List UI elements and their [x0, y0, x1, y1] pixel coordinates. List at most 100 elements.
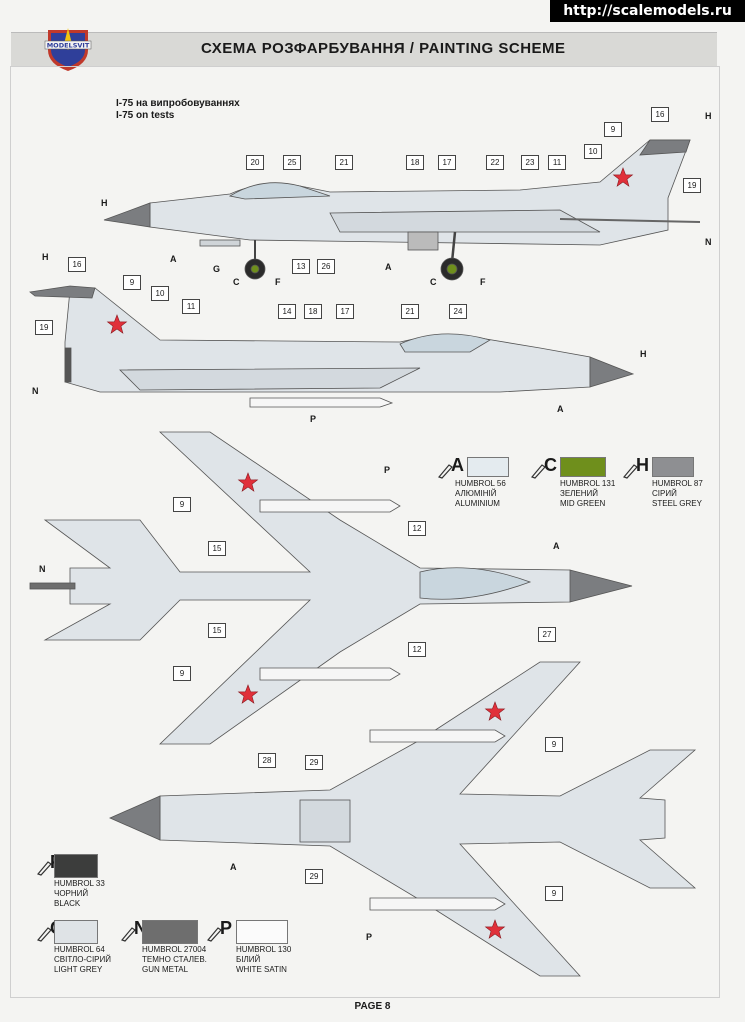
- caption-english: I-75 on tests: [116, 110, 175, 121]
- swatch-A: A HUMBROL 56 АЛЮМІНІЙ ALUMINIUM: [437, 455, 509, 510]
- paint-tag: G: [213, 264, 221, 274]
- side-view-right: [29, 285, 635, 408]
- swatch-name-ua: БІЛИЙ: [236, 955, 261, 964]
- paint-tag: F: [275, 277, 281, 287]
- paintbrush-icon: [530, 464, 546, 479]
- paintbrush-icon: [206, 927, 222, 942]
- svg-text:MODELSVIT: MODELSVIT: [47, 42, 90, 50]
- watermark-url[interactable]: http://scalemodels.ru: [550, 0, 745, 22]
- swatch-F: F HUMBROL 33 ЧОРНИЙ BLACK: [36, 852, 106, 908]
- callout-box: 26: [317, 259, 335, 274]
- swatch-G: G HUMBROL 64 СВІТЛО-СІРИЙ LIGHT GREY: [36, 918, 116, 974]
- swatch-name-ua: ТЕМНО СТАЛЕВ.: [142, 955, 207, 964]
- callout-box: 11: [182, 299, 200, 314]
- swatch-name-ua: СВІТЛО-СІРИЙ: [54, 955, 112, 964]
- callout-box: 9: [604, 122, 622, 137]
- swatch-color: [467, 457, 509, 477]
- callout-box: 19: [683, 178, 701, 193]
- swatch-product: HUMBROL 87: [652, 479, 703, 488]
- paint-tag: P: [366, 932, 373, 942]
- paint-tag: A: [170, 254, 177, 264]
- swatch-color: [652, 457, 694, 477]
- page-frame: [10, 66, 720, 998]
- bottom-view: [109, 661, 697, 977]
- callout-box: 9: [123, 275, 141, 290]
- aircraft-caption: І-75 на випробовуваннях I-75 on tests: [116, 98, 240, 122]
- swatch-product: HUMBROL 33: [54, 879, 105, 888]
- swatch-name-en: MID GREEN: [560, 499, 606, 508]
- swatch-color: [54, 920, 98, 944]
- paint-tag: C: [233, 277, 240, 287]
- swatch-code: P: [220, 918, 233, 938]
- swatch-product: HUMBROL 64: [54, 945, 105, 954]
- callout-box: 29: [305, 755, 323, 770]
- paint-tag: H: [705, 111, 712, 121]
- page-header: СХЕМА РОЗФАРБУВАННЯ / PAINTING SCHEME: [11, 32, 717, 67]
- swatch-name-en: BLACK: [54, 899, 81, 908]
- page-title: СХЕМА РОЗФАРБУВАННЯ / PAINTING SCHEME: [201, 40, 566, 57]
- swatch-name-ua: ЗЕЛЕНИЙ: [560, 489, 599, 498]
- callout-box: 23: [521, 155, 539, 170]
- paintbrush-icon: [437, 464, 453, 479]
- swatch-color: [560, 457, 606, 477]
- callout-box: 21: [401, 304, 419, 319]
- paintbrush-icon: [120, 927, 136, 942]
- callout-box: 22: [486, 155, 504, 170]
- callout-box: 16: [651, 107, 669, 122]
- callout-box: 9: [173, 497, 191, 512]
- swatch-product: HUMBROL 131: [560, 479, 616, 488]
- paint-tag: A: [557, 404, 564, 414]
- callout-box: 16: [68, 257, 86, 272]
- swatch-product: HUMBROL 27004: [142, 945, 207, 954]
- paint-tag: P: [384, 465, 391, 475]
- swatch-color: [54, 854, 98, 878]
- paintbrush-icon: [622, 464, 638, 479]
- swatch-name-en: STEEL GREY: [652, 499, 702, 508]
- callout-box: 9: [173, 666, 191, 681]
- swatch-name-en: LIGHT GREY: [54, 965, 103, 974]
- callout-box: 10: [151, 286, 169, 301]
- callout-box: 12: [408, 521, 426, 536]
- paint-tag: N: [39, 564, 46, 574]
- callout-box: 17: [336, 304, 354, 319]
- callout-box: 17: [438, 155, 456, 170]
- paint-tag: N: [32, 386, 39, 396]
- callout-box: 18: [304, 304, 322, 319]
- paint-tag: H: [640, 349, 647, 359]
- callout-box: 19: [35, 320, 53, 335]
- paint-tag: P: [310, 414, 317, 424]
- swatch-color: [142, 920, 198, 944]
- swatch-color: [236, 920, 288, 944]
- page-number: PAGE 8: [354, 1001, 391, 1012]
- callout-box: 9: [545, 737, 563, 752]
- callout-box: 10: [584, 144, 602, 159]
- swatch-product: HUMBROL 56: [455, 479, 506, 488]
- side-view-left: [103, 139, 701, 281]
- callout-box: 15: [208, 541, 226, 556]
- swatch-name-en: GUN METAL: [142, 965, 189, 974]
- paint-tag: C: [430, 277, 437, 287]
- paint-tag: H: [101, 198, 108, 208]
- callout-box: 28: [258, 753, 276, 768]
- paintbrush-icon: [36, 861, 52, 876]
- swatch-H: H HUMBROL 87 СІРИЙ STEEL GREY: [622, 455, 703, 510]
- paint-tag: N: [705, 237, 712, 247]
- swatch-code: C: [544, 455, 557, 475]
- callout-box: 11: [548, 155, 566, 170]
- paint-tag: A: [230, 862, 237, 872]
- swatch-name-ua: ЧОРНИЙ: [54, 889, 89, 898]
- paint-tag: H: [42, 252, 49, 262]
- paint-tag: F: [480, 277, 486, 287]
- top-view: [29, 431, 633, 745]
- swatch-name-ua: АЛЮМІНІЙ: [455, 489, 497, 498]
- swatch-code: H: [636, 455, 649, 475]
- paint-tag: A: [553, 541, 560, 551]
- swatch-N: N HUMBROL 27004 ТЕМНО СТАЛЕВ. GUN METAL: [120, 918, 207, 974]
- swatch-name-en: ALUMINIUM: [455, 499, 500, 508]
- swatch-name-en: WHITE SATIN: [236, 965, 287, 974]
- callout-box: 24: [449, 304, 467, 319]
- paint-tag: A: [385, 262, 392, 272]
- callout-box: 15: [208, 623, 226, 638]
- callout-box: 9: [545, 886, 563, 901]
